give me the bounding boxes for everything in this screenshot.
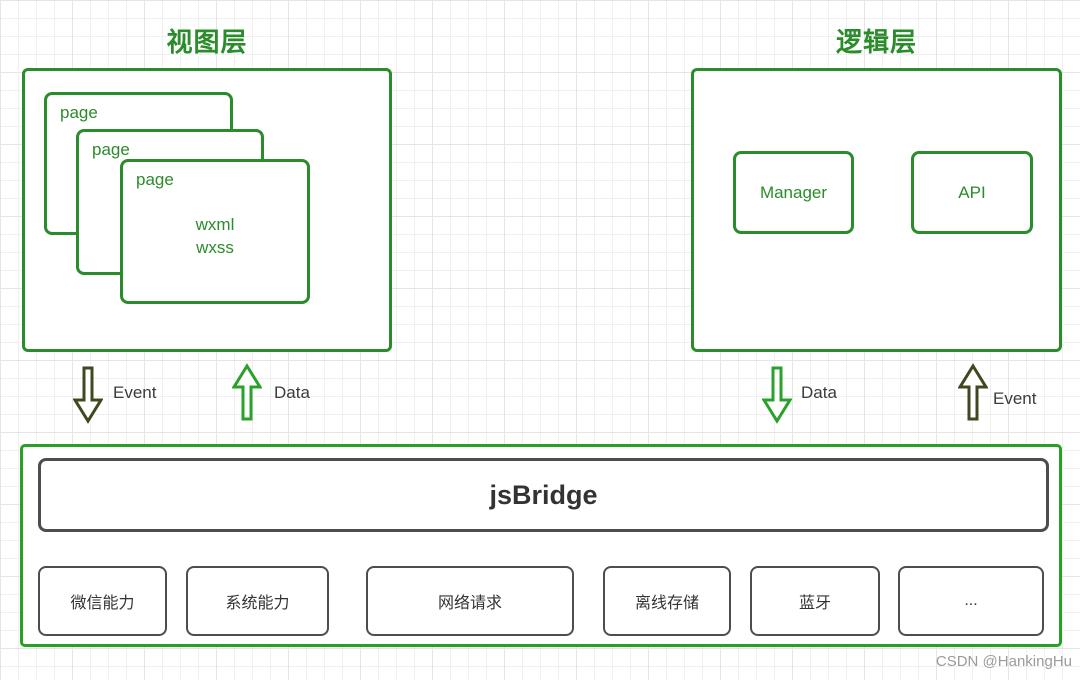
capability-wechat: 微信能力 [38, 566, 167, 636]
page-card-3-content: wxml wxss [123, 214, 307, 260]
event-left-label: Event [113, 383, 157, 402]
api-label: API [958, 182, 986, 202]
jsbridge-box: jsBridge [38, 458, 1049, 532]
capability-system: 系统能力 [186, 566, 329, 636]
capability-more-label: ... [964, 592, 978, 609]
data-up-arrow-icon [232, 363, 262, 421]
logic-layer-box: Manager API [691, 68, 1062, 352]
page-card-3-label: page [136, 170, 174, 189]
manager-module-box: Manager [733, 151, 854, 234]
capability-bluetooth-label: 蓝牙 [798, 595, 831, 612]
event-right-label: Event [993, 389, 1037, 408]
capability-more: ... [898, 566, 1044, 636]
manager-label: Manager [759, 182, 828, 202]
page-card-3: page wxml wxss [120, 159, 310, 304]
capability-system-label: 系统能力 [225, 595, 290, 612]
api-module-box: API [911, 151, 1033, 234]
capability-wechat-label: 微信能力 [70, 595, 135, 612]
data-down-arrow-icon [762, 366, 792, 424]
page-card-2-label: page [92, 140, 130, 159]
wxss-text: wxss [196, 237, 234, 257]
bridge-layer-box: jsBridge 微信能力 系统能力 网络请求 离线存储 蓝牙 ... [20, 444, 1062, 647]
view-layer-box: page page page wxml wxss [22, 68, 392, 352]
capability-storage: 离线存储 [603, 566, 731, 636]
view-layer-title: 视图层 [166, 27, 248, 57]
wxml-text: wxml [195, 215, 235, 234]
page-card-1-label: page [60, 103, 98, 122]
data-left-label: Data [274, 383, 310, 402]
jsbridge-title: jsBridge [489, 479, 598, 510]
logic-layer-title: 逻辑层 [835, 27, 917, 57]
data-right-label: Data [801, 383, 837, 402]
capability-storage-label: 离线存储 [634, 595, 699, 612]
event-down-arrow-icon [73, 366, 103, 424]
capability-bluetooth: 蓝牙 [750, 566, 880, 636]
event-up-arrow-icon [958, 363, 988, 421]
watermark: CSDN @HankingHu [935, 653, 1072, 670]
capability-network-label: 网络请求 [437, 595, 502, 612]
capability-network: 网络请求 [366, 566, 574, 636]
